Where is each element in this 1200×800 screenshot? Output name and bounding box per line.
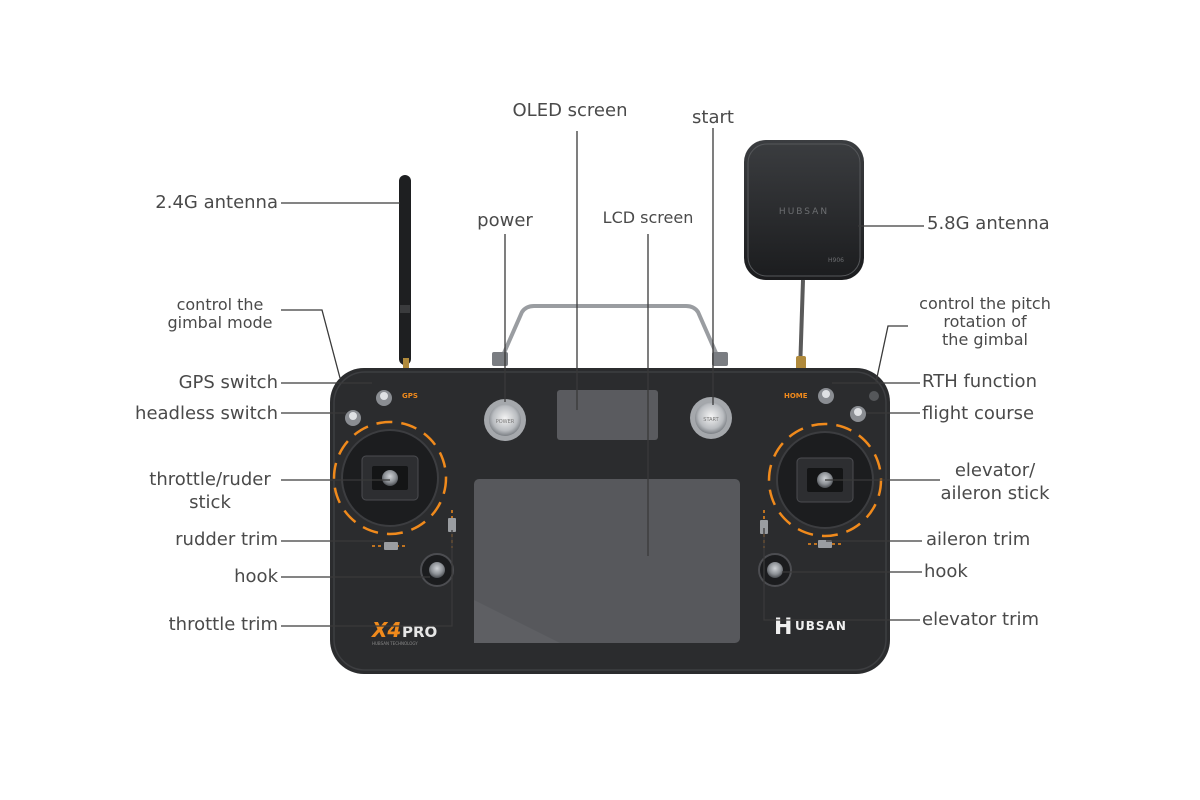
hook-right[interactable] [758,553,792,587]
antenna-code-text: H906 [828,257,844,264]
label-aileron-trim: aileron trim [926,529,1031,550]
label-elevator-trim: elevator trim [922,609,1040,630]
aileron-trim[interactable] [808,540,844,548]
hubsan-brand: H UBSAN [774,615,847,640]
label-pitch-line-2: rotation of [943,312,1027,331]
home-tag-text: HOME [784,392,808,400]
antenna-58-illustration: HUBSAN H906 [744,140,864,376]
label-elevator-stick-line-1: elevator/ [954,460,1036,481]
rudder-trim[interactable] [372,542,408,550]
brand-initial-text: H [774,615,792,640]
label-pitch-rotation: control the pitch rotation of the gimbal [900,295,1070,349]
oled-screen [557,390,658,440]
carry-handle [492,304,728,366]
logo-suffix-text: PRO [402,623,437,641]
label-pitch-line-3: the gimbal [942,330,1028,349]
brand-text: UBSAN [795,619,847,633]
label-throttle-trim: throttle trim [168,614,278,635]
label-power: power [477,210,533,231]
throttle-rudder-stick[interactable] [332,420,448,536]
flight-course-switch[interactable] [850,406,866,422]
label-flight-course: flight course [922,403,1035,424]
label-gimbal-mode-line-1: control the [176,295,264,314]
lcd-screen [474,479,740,643]
label-rth-function: RTH function [922,371,1037,392]
power-button[interactable]: POWER [484,399,526,441]
label-rudder-trim: rudder trim [175,529,278,550]
label-throttle-rudder-stick: throttle/ruder stick [130,470,290,513]
label-2-4g-antenna: 2.4G antenna [155,192,278,213]
label-gps-switch: GPS switch [178,372,278,393]
label-oled-screen: OLED screen [512,100,628,121]
label-start: start [692,107,734,128]
logo-tagline-text: HUBSAN TECHNOLOGY [372,641,418,646]
label-elevator-aileron-stick: elevator/ aileron stick [910,461,1080,504]
label-elevator-stick-line-2: aileron stick [940,483,1050,504]
label-hook-right: hook [924,561,968,582]
label-headless-switch: headless switch [135,403,278,424]
hook-left[interactable] [420,553,454,587]
label-pitch-line-1: control the pitch [919,294,1051,313]
gps-switch[interactable] [376,390,392,406]
start-button[interactable]: START [690,397,732,439]
pitch-dial[interactable] [869,391,879,401]
logo-model-text: X4 [370,618,401,642]
label-lcd-screen: LCD screen [602,208,694,227]
headless-switch[interactable] [345,410,361,426]
label-hook-left: hook [234,566,278,587]
label-throttle-stick-line-2: stick [189,492,231,513]
x4-pro-logo: X4 PRO HUBSAN TECHNOLOGY [370,618,437,646]
label-5-8g-antenna: 5.8G antenna [927,213,1050,234]
antenna-24-illustration [399,175,411,374]
gps-tag-text: GPS [402,392,418,400]
rth-switch[interactable] [818,388,834,404]
leader-lines [281,128,940,627]
start-cap-text: START [703,417,719,423]
label-throttle-stick-line-1: throttle/ruder [149,469,271,490]
power-cap-text: POWER [496,419,515,425]
label-gimbal-mode: control the gimbal mode [150,296,290,332]
label-gimbal-mode-line-2: gimbal mode [167,313,273,332]
antenna-brand-text: HUBSAN [779,207,829,217]
